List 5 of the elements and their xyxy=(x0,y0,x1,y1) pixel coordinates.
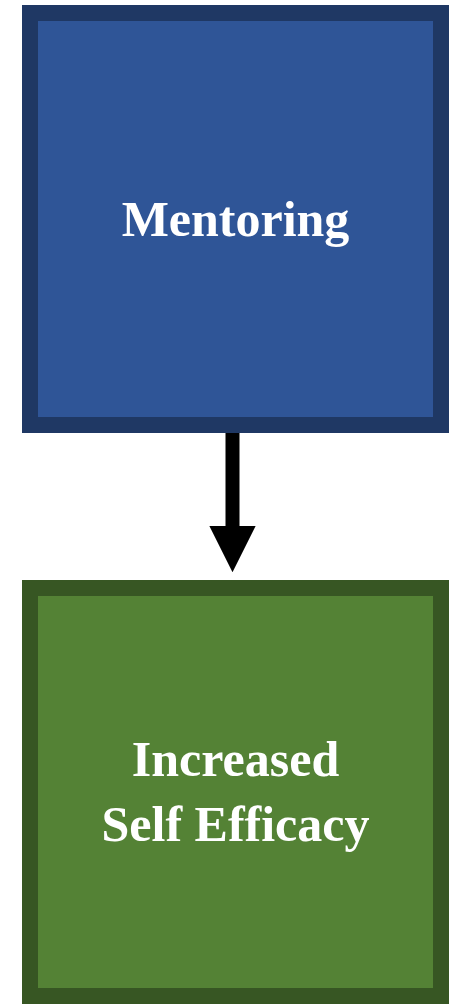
arrow xyxy=(209,433,256,573)
box-label: Mentoring xyxy=(121,189,350,249)
process-box xyxy=(22,580,449,1004)
process-box xyxy=(22,5,449,433)
box-label: Increased Self Efficacy xyxy=(100,730,371,854)
